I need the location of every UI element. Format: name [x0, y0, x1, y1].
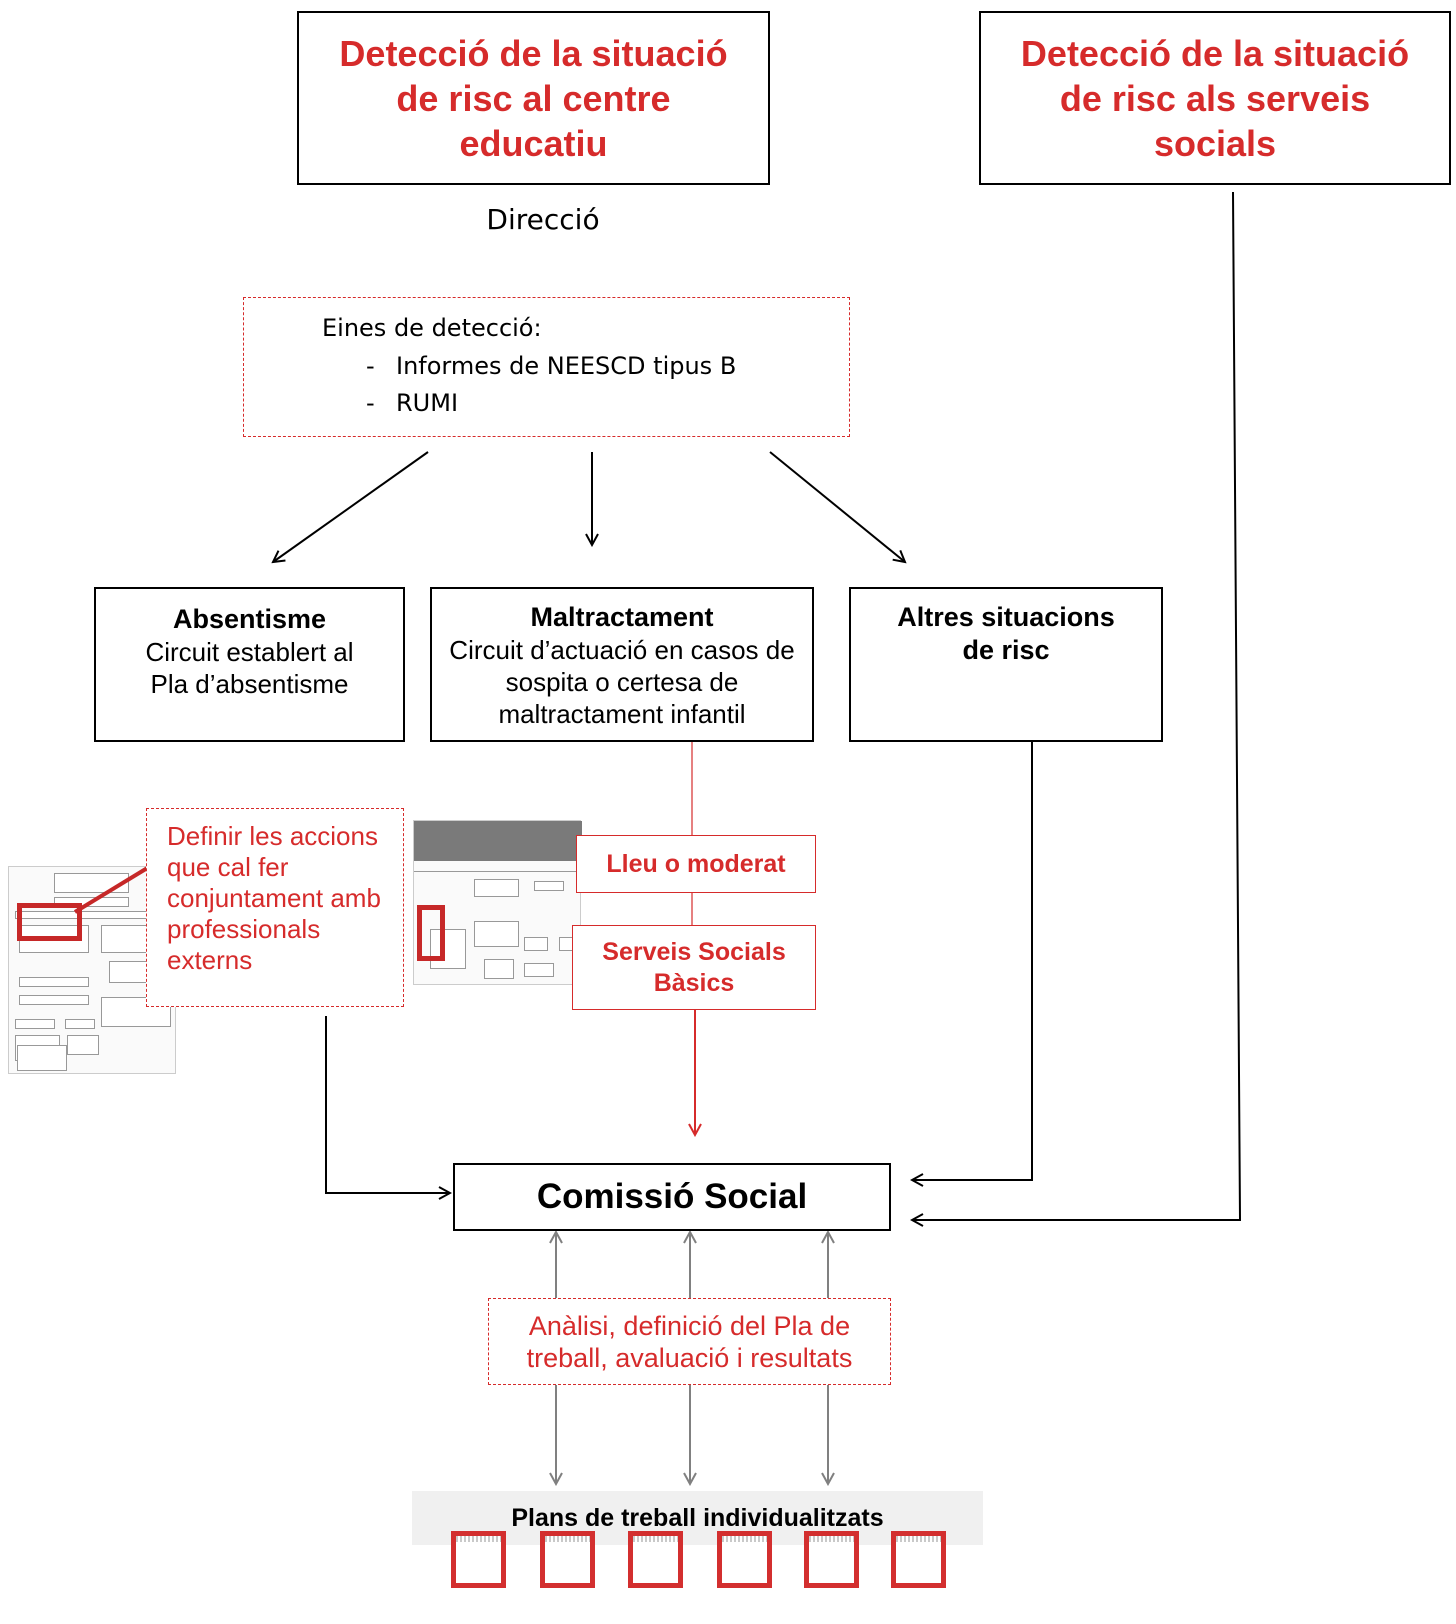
detection-school-box: Detecció de la situació de risc al centr…: [297, 11, 770, 185]
absentisme-title: Absentisme: [172, 604, 327, 634]
absentisme-description: Circuit establert al Pla d’absentisme: [145, 637, 354, 699]
detection-tools-item: -RUMI: [366, 389, 459, 417]
altres-situacions-title: Altres situacions de risc: [897, 602, 1115, 665]
gray-arrows-lower: [556, 1385, 828, 1484]
detection-tools-box: Eines de detecció: -Informes de NEESCD t…: [243, 297, 850, 437]
list-bullet: -: [366, 389, 375, 417]
arrow-to-altres: [769, 451, 905, 562]
highlight-frame: [17, 903, 82, 941]
line-altres-to-comissio: [912, 742, 1033, 1180]
plans-banner-label: Plans de treball individualitzats: [511, 1503, 884, 1532]
maltractament-title: Maltractament: [530, 602, 714, 632]
plan-card: [804, 1531, 859, 1588]
detection-school-title: Detecció de la situació de risc al centr…: [339, 32, 728, 164]
highlight-frame: [417, 905, 445, 961]
detection-social-services-title: Detecció de la situació de risc als serv…: [1020, 32, 1410, 164]
define-actions-note-box: Definir les accions que cal fer conjunta…: [146, 808, 404, 1007]
arrow-to-absentisme: [273, 451, 429, 562]
plan-card: [451, 1531, 506, 1588]
line-absentisme-to-comissio: [325, 1016, 450, 1193]
comissio-social-title: Comissió Social: [536, 1177, 808, 1216]
detection-social-services-box: Detecció de la situació de risc als serv…: [979, 11, 1451, 185]
maltractament-flowchart-thumbnail: [413, 820, 582, 985]
direccio-label: Direcció: [486, 203, 600, 236]
maltractament-description: Circuit d’actuació en casos de sospita o…: [449, 635, 795, 729]
plan-card: [628, 1531, 683, 1588]
list-bullet: -: [366, 352, 375, 380]
absentisme-box: Absentisme Circuit establert al Pla d’ab…: [94, 587, 405, 742]
severity-box: Lleu o moderat: [576, 835, 816, 893]
plan-card: [717, 1531, 772, 1588]
maltractament-box: Maltractament Circuit d’actuació en caso…: [430, 587, 814, 742]
altres-situacions-box: Altres situacions de risc: [849, 587, 1163, 742]
plan-card: [540, 1531, 595, 1588]
analysis-note: Anàlisi, definició del Pla de treball, a…: [526, 1310, 853, 1373]
plans-banner: Plans de treball individualitzats: [412, 1491, 983, 1545]
analysis-note-box: Anàlisi, definició del Pla de treball, a…: [488, 1298, 891, 1385]
basic-social-services-box: Serveis Socials Bàsics: [572, 925, 816, 1010]
gray-arrows-upper: [556, 1232, 828, 1298]
comissio-social-box: Comissió Social: [453, 1163, 891, 1231]
define-actions-note: Definir les accions que cal fer conjunta…: [167, 821, 381, 975]
detection-tools-heading: Eines de detecció:: [322, 314, 542, 342]
plan-card: [891, 1531, 946, 1588]
detection-tools-item: -Informes de NEESCD tipus B: [366, 352, 737, 380]
